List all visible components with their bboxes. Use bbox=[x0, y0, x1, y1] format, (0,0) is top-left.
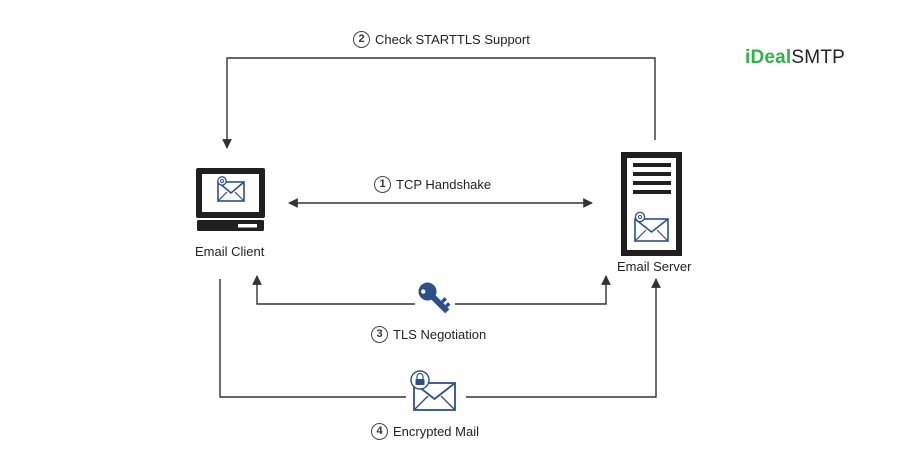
brand-name-part2: SMTP bbox=[791, 47, 846, 68]
step-number: 2 bbox=[353, 31, 370, 48]
tls-negotiation-arrow bbox=[252, 275, 415, 305]
step-tcp-handshake: 1 TCP Handshake bbox=[374, 176, 491, 193]
step-label: Check STARTTLS Support bbox=[375, 32, 530, 47]
brand-logo: iDealSMTP bbox=[745, 47, 845, 69]
email-client-label: Email Client bbox=[195, 244, 265, 259]
server-envelope-icon bbox=[634, 211, 669, 242]
step-check-starttls: 2 Check STARTTLS Support bbox=[353, 31, 530, 48]
step-label: TLS Negotiation bbox=[393, 327, 487, 342]
client-envelope-icon bbox=[217, 176, 245, 202]
email-server-label: Email Server bbox=[617, 259, 692, 274]
step-label: TCP Handshake bbox=[396, 177, 492, 192]
starttls-check-arrow bbox=[222, 57, 656, 149]
step-number: 4 bbox=[371, 423, 388, 440]
encrypted-mail-arrow bbox=[466, 278, 661, 398]
step-tls-negotiation: 3 TLS Negotiation bbox=[371, 326, 486, 343]
step-number: 3 bbox=[371, 326, 388, 343]
key-icon bbox=[418, 282, 451, 314]
lock-badge-icon bbox=[410, 370, 430, 390]
tls-negotiation-arrow-right bbox=[455, 275, 611, 305]
step-encrypted-mail: 4 Encrypted Mail bbox=[371, 423, 479, 440]
encrypted-mail-line bbox=[219, 279, 406, 398]
brand-name-part1: iDeal bbox=[745, 47, 792, 68]
step-number: 1 bbox=[374, 176, 391, 193]
step-label: Encrypted Mail bbox=[393, 424, 479, 439]
